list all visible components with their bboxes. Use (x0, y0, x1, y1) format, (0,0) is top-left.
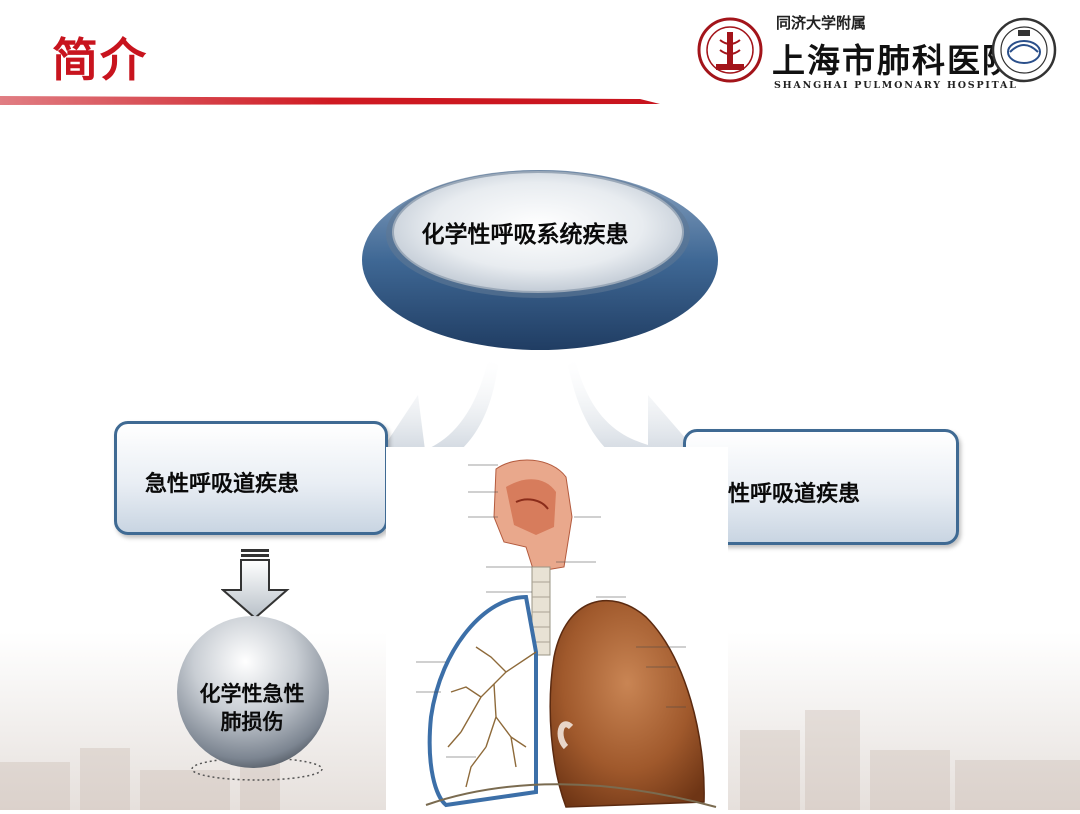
respiratory-anatomy-illustration (386, 447, 728, 810)
chronic-respiratory-box: 慢性呼吸道疾患 (683, 429, 959, 545)
hospital-seal-icon (697, 17, 763, 83)
bottom-node-line2: 肺损伤 (220, 710, 284, 734)
bottom-node-line1: 化学性急性 (199, 682, 305, 706)
center-node-label: 化学性呼吸系统疾患 (421, 222, 629, 248)
logo-hospital-name: 上海市肺科医院 (772, 41, 1017, 80)
arrow-down-icon (221, 549, 290, 620)
hospital-logo: 同济大学附属 上海市肺科医院 SHANGHAI PULMONARY HOSPIT… (690, 8, 1062, 100)
header-divider (0, 96, 660, 105)
chronic-respiratory-label: 慢性呼吸道疾患 (706, 482, 861, 507)
logo-university-text: 同济大学附属 (776, 14, 867, 32)
bottom-node-label: 化学性急性 肺损伤 (176, 680, 328, 736)
city-skyline-watermark (0, 710, 1080, 810)
acute-respiratory-label: 急性呼吸道疾患 (145, 472, 300, 497)
university-seal-icon (991, 17, 1057, 83)
logo-hospital-english: SHANGHAI PULMONARY HOSPITAL (774, 80, 1018, 91)
center-disc (362, 170, 718, 350)
bottom-sphere (177, 616, 329, 781)
slide-title: 简介 (52, 33, 148, 87)
acute-respiratory-box: 急性呼吸道疾患 (114, 421, 388, 535)
